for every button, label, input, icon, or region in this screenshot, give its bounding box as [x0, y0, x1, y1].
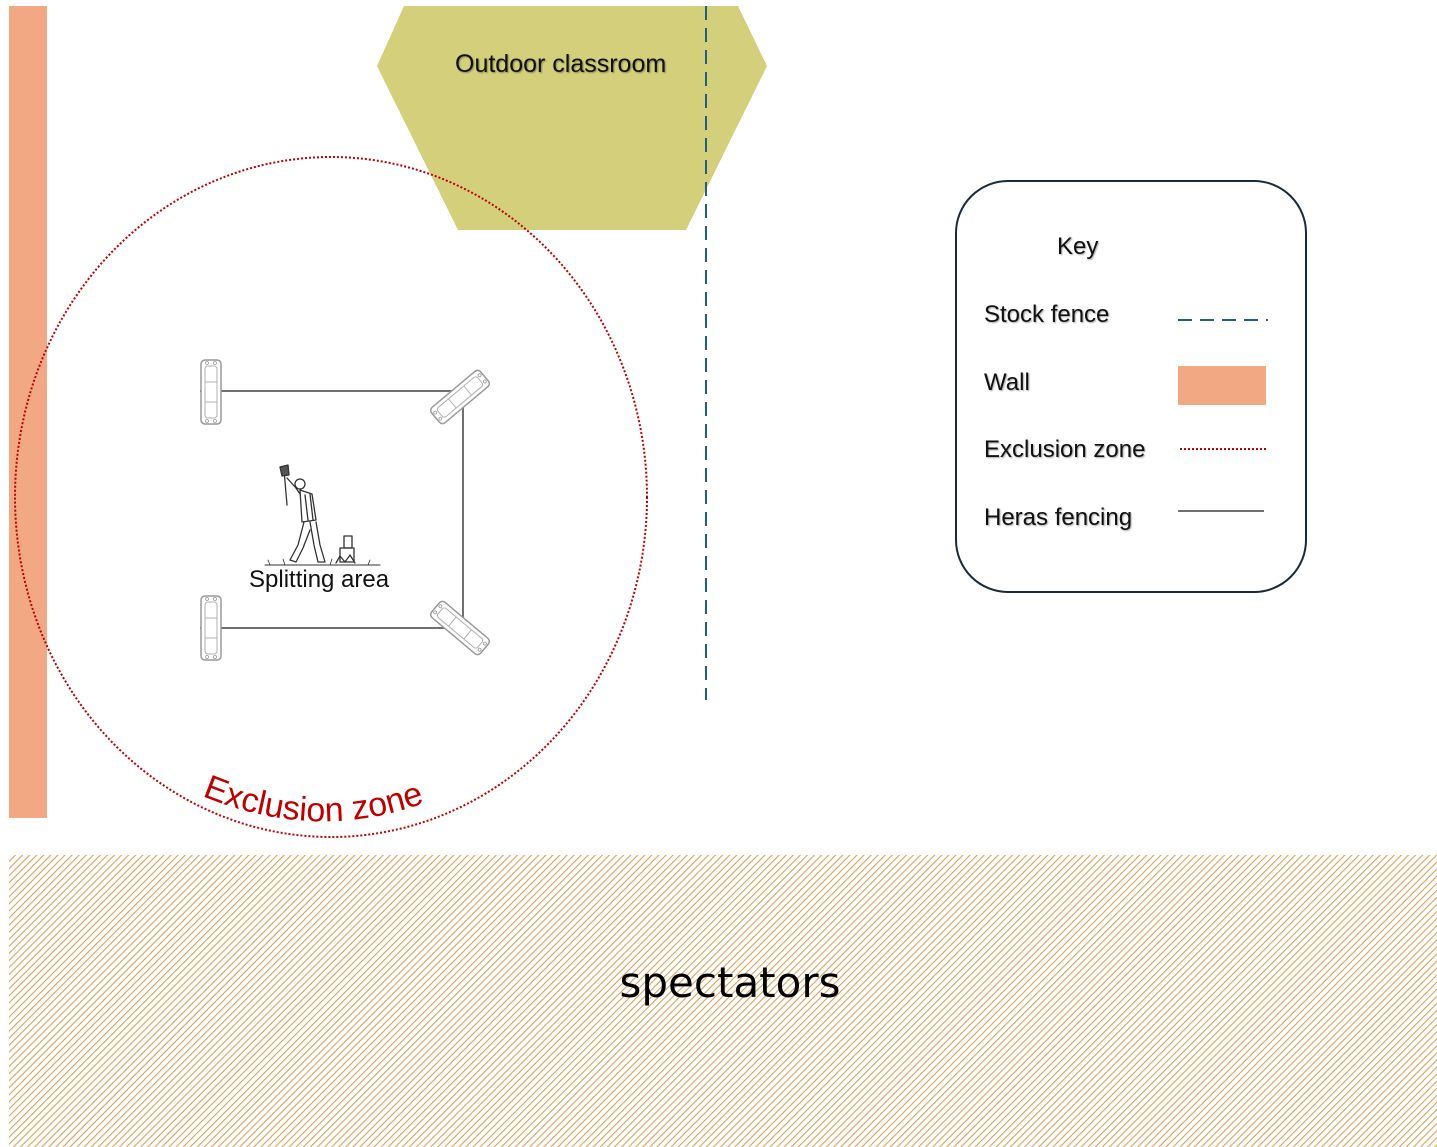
outdoor-classroom-label: Outdoor classroom [455, 50, 667, 78]
spectators-label: spectators [0, 958, 1437, 1007]
key-item-heras-fencing: Heras fencing [984, 504, 1133, 531]
key-title: Key [1057, 233, 1099, 260]
exclusion-zone-circle [14, 156, 648, 838]
fence-foot-block-icon [200, 359, 222, 425]
key-box [955, 180, 1307, 593]
outdoor-classroom-shape [377, 6, 767, 230]
splitting-area-label: Splitting area [249, 566, 390, 593]
key-item-exclusion-zone: Exclusion zone [984, 436, 1146, 463]
heras-fencing-line [200, 390, 464, 629]
wall [9, 6, 47, 818]
key-item-wall: Wall [984, 369, 1030, 396]
person-splitting-log-icon [264, 464, 381, 566]
exclusion-zone-label: Exclusion zone [199, 768, 427, 829]
spectators-area [9, 855, 1437, 1147]
key-item-stock-fence: Stock fence [984, 301, 1110, 328]
fence-foot-block-icon [428, 368, 492, 426]
key-wall-symbol [1178, 366, 1266, 405]
fence-foot-block-icon [200, 595, 222, 661]
spectators-text: spectators [619, 958, 841, 1007]
